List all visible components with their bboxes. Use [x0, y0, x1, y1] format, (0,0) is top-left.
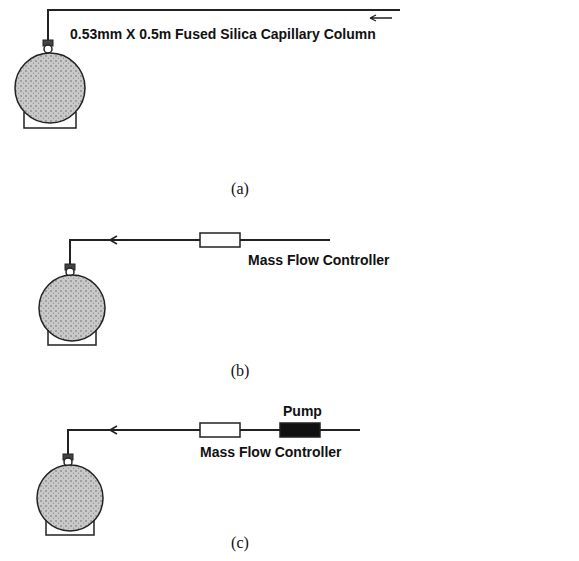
- cylinder-stand: [48, 330, 96, 345]
- gas-cylinder: [37, 465, 103, 531]
- panel-letter: (c): [231, 534, 249, 552]
- cylinder-stand: [24, 112, 76, 128]
- component-label: Mass Flow Controller: [248, 252, 390, 268]
- cylinder-stand: [46, 520, 94, 535]
- setup-c: [37, 423, 360, 535]
- setup-a: [15, 10, 400, 128]
- column-label: 0.53mm X 0.5m Fused Silica Capillary Col…: [70, 26, 376, 42]
- panel-letter: (a): [231, 180, 249, 198]
- capillary-line: [48, 10, 400, 44]
- gas-cylinder: [39, 275, 105, 341]
- valve: [44, 45, 52, 53]
- component-label: Mass Flow Controller: [200, 444, 342, 460]
- pump: [280, 423, 320, 437]
- mass-flow-controller: [200, 423, 240, 437]
- setup-b: [39, 233, 330, 345]
- flow-arrow: [110, 426, 130, 434]
- mass-flow-controller: [200, 233, 240, 247]
- flow-arrow: [370, 15, 392, 21]
- gas-cylinder: [15, 53, 85, 123]
- component-label: Pump: [283, 403, 322, 419]
- flow-arrow: [110, 236, 130, 244]
- panel-letter: (b): [231, 362, 250, 380]
